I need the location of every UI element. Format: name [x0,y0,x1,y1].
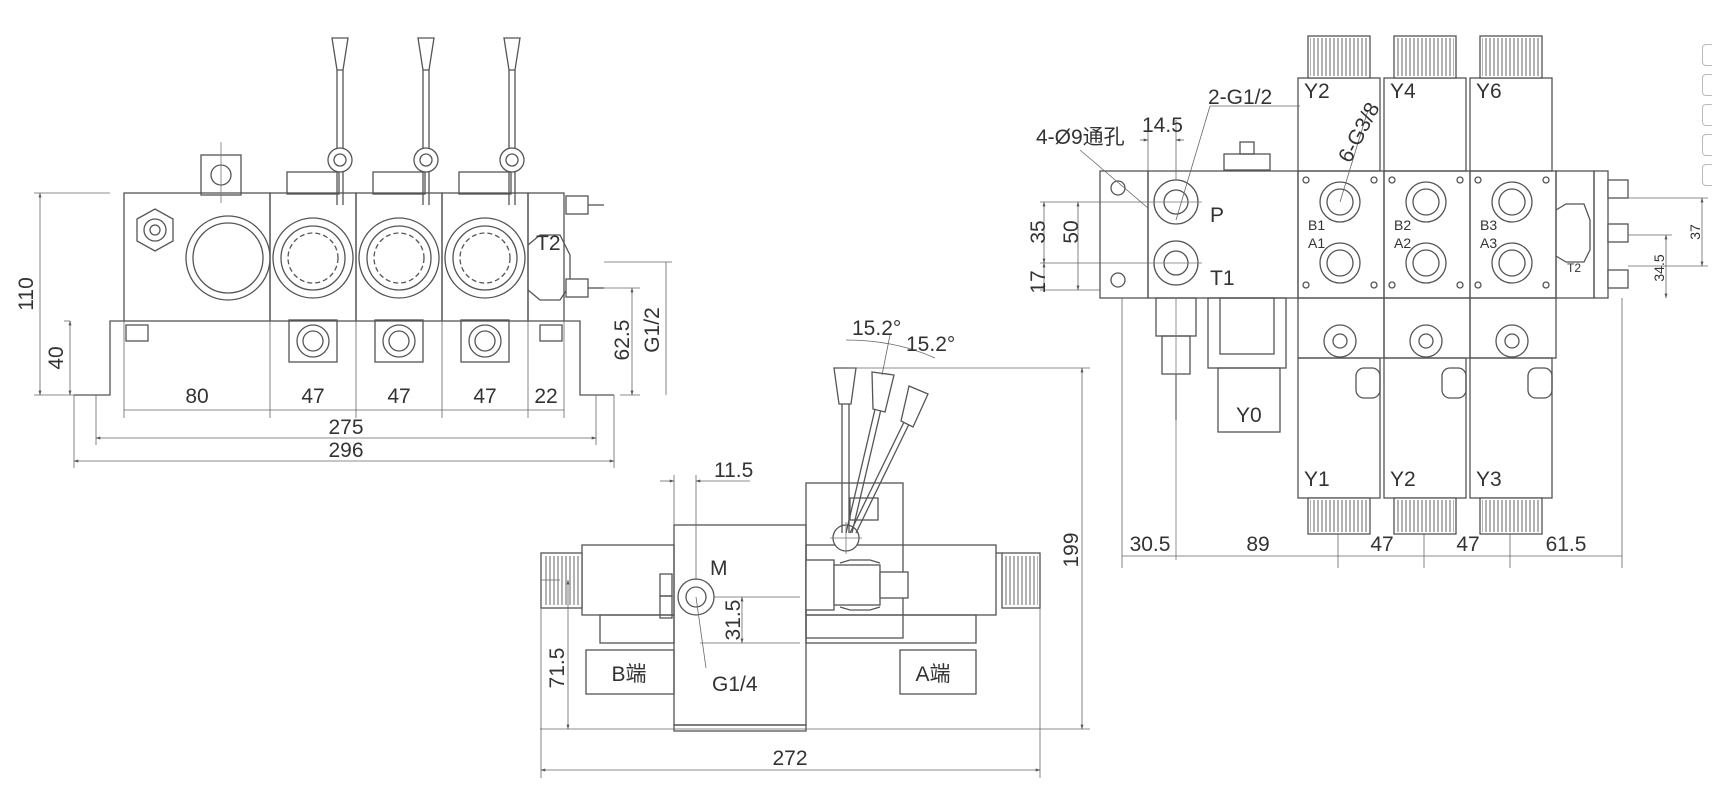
hex-plug [136,208,174,252]
dim-40: 40 [45,346,68,369]
dim-89: 89 [1246,533,1269,556]
section-col-2 [1383,35,1471,535]
solenoid-y1: Y1 [1304,468,1330,491]
valve-section-2 [355,37,443,363]
label-a-end: A端 [915,663,950,686]
dim-47-b: 47 [387,385,410,408]
side-tab[interactable] [1702,44,1712,66]
solenoid-y3: Y3 [1476,468,1502,491]
port-label-p: P [1210,204,1224,227]
side-tab[interactable] [1702,74,1712,96]
dim-199: 199 [1060,532,1083,567]
dim-275: 275 [328,416,363,439]
port-b2: B2 [1394,217,1411,233]
dim-47-c: 47 [473,385,496,408]
port-label-m: M [710,557,728,580]
port-b1: B1 [1308,217,1325,233]
dim-35: 35 [1027,220,1050,243]
dim-50: 50 [1060,220,1083,243]
dim-62-5: 62.5 [611,320,634,361]
port-a2: A2 [1394,235,1411,251]
front-view: 110 40 80 47 47 47 22 275 296 62.5 G1/2 … [15,37,672,468]
dim-47-a: 47 [301,385,324,408]
port-label-t2-top: T2 [1567,261,1581,275]
dim-110: 110 [15,277,38,310]
right-bracket [564,320,614,396]
dim-34-5: 34.5 [1651,254,1667,281]
valve-section-3 [441,37,529,363]
note-6-g3-8: 6-G3/8 [1334,99,1384,166]
section-col-1 [1297,35,1385,535]
angle-15-2-b: 15.2° [906,333,955,356]
dim-71-5: 71.5 [546,648,569,689]
dim-80: 80 [185,385,208,408]
dim-17: 17 [1027,270,1050,293]
note-2-g1-2: 2-G1/2 [1208,86,1272,109]
dim-61-5: 61.5 [1546,533,1587,556]
note-holes: 4-Ø9通孔 [1036,126,1125,149]
port-label-t2: T2 [536,232,561,255]
dim-30-5: 30.5 [1130,533,1171,556]
dim-47-d: 47 [1370,533,1393,556]
dim-272: 272 [772,747,807,770]
dim-14-5: 14.5 [1142,114,1183,137]
side-view: 15.2° 15.2° 11.5 M 31.5 71.5 B端 A端 G1/4 … [540,317,1090,778]
side-tab[interactable] [1702,134,1712,156]
dim-47-e: 47 [1456,533,1479,556]
left-bracket [74,320,124,396]
side-tab-strip [1702,44,1712,194]
valve-section-1 [269,37,357,363]
top-view: P T1 Y0 [1027,35,1708,568]
port-b3: B3 [1480,217,1497,233]
dim-22: 22 [534,385,557,408]
side-tab[interactable] [1702,104,1712,126]
end-cover [527,192,565,322]
dim-11-5: 11.5 [714,459,753,482]
solenoid-y2-top: Y2 [1304,80,1330,103]
section-col-3 [1469,35,1557,535]
solenoid-y6: Y6 [1476,80,1502,103]
dim-31-5: 31.5 [722,600,745,641]
port-a1: A1 [1308,235,1325,251]
solenoid-y0: Y0 [1236,404,1262,427]
solenoid-y4: Y4 [1390,80,1416,103]
solenoid-y2-bottom: Y2 [1390,468,1416,491]
port-circle [185,215,271,301]
dim-37: 37 [1687,224,1703,240]
thread-g1-2: G1/2 [641,307,664,353]
angle-15-2-a: 15.2° [852,317,901,340]
label-b-end: B端 [611,663,646,686]
port-a3: A3 [1480,235,1497,251]
thread-g1-4: G1/4 [712,673,758,696]
side-tab[interactable] [1702,164,1712,186]
port-label-t1: T1 [1210,267,1235,290]
dim-296: 296 [328,439,363,462]
